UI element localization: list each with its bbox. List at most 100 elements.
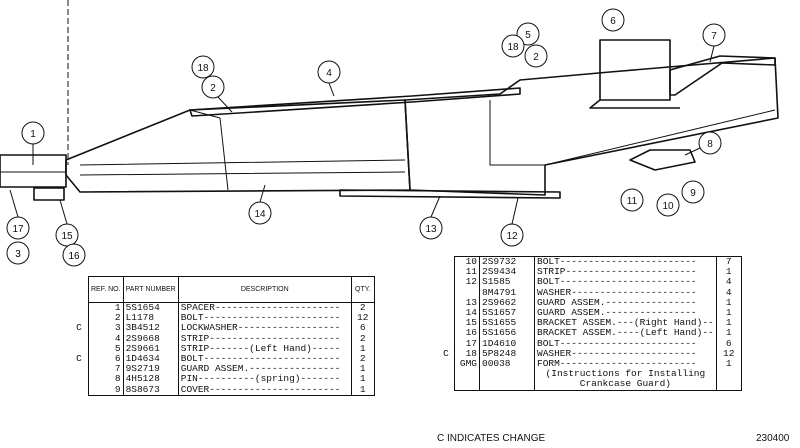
- cell-qty: 1: [350, 343, 375, 355]
- cell-change: [438, 277, 455, 287]
- cell-part: 2S9434: [479, 266, 535, 278]
- bracket-assem: [33, 187, 65, 201]
- cell-qty: 12: [715, 348, 742, 360]
- cell-part: 1D4610: [479, 338, 535, 349]
- cell-ref: GMG: [454, 358, 480, 370]
- cell-ref: 9: [88, 384, 124, 396]
- cell-qty: 1: [715, 307, 742, 319]
- bottom-guard-assem: [339, 189, 561, 199]
- header-ref: REF. NO.: [88, 276, 124, 303]
- cell-part: 2S9662: [479, 297, 535, 309]
- cell-part: 1D4634: [122, 353, 179, 365]
- cell-part: 8S8673: [122, 384, 179, 396]
- cell-description: BRACKET ASSEM.---(Right Hand)--: [534, 318, 717, 329]
- cell-change: C: [76, 322, 82, 334]
- svg-text:10: 10: [662, 201, 674, 212]
- cell-qty: 1: [715, 358, 742, 370]
- cell-ref: 15: [454, 318, 480, 329]
- cell-change: [438, 359, 455, 369]
- cell-part: 5S1656: [479, 328, 535, 339]
- table-row-note: Crankcase Guard): [438, 379, 742, 391]
- cell-ref: 11: [454, 266, 480, 278]
- svg-text:18: 18: [507, 42, 519, 53]
- cell-qty: 2: [350, 333, 375, 344]
- svg-text:18: 18: [197, 63, 209, 74]
- cell-description: SPACER----------------------: [177, 302, 352, 314]
- cell-description: LOCKWASHER------------------: [177, 323, 352, 334]
- cell-qty: 1: [715, 297, 742, 309]
- cell-ref: 7: [88, 364, 124, 375]
- svg-text:16: 16: [68, 251, 80, 262]
- cell-description: STRIP-------(Left Hand)-----: [177, 343, 352, 355]
- cell-change: [438, 318, 455, 328]
- cell-description: GUARD ASSEM.----------------: [534, 297, 717, 309]
- cell-description: WASHER----------------------: [534, 287, 717, 298]
- cell-ref: 14: [454, 307, 480, 319]
- cell-description: BOLT------------------------: [177, 312, 352, 324]
- svg-text:2: 2: [210, 83, 216, 94]
- cell-part: 2S9668: [122, 333, 179, 344]
- instruction-note: Crankcase Guard): [534, 379, 717, 391]
- cell-ref: 2: [88, 312, 124, 324]
- cell-ref: 3: [88, 323, 124, 334]
- rear-guard-assem: [404, 57, 779, 196]
- upper-strip: [669, 55, 776, 96]
- cell-description: BOLT------------------------: [534, 338, 717, 349]
- cell-qty: 1: [350, 384, 375, 396]
- cell-ref: 10: [454, 256, 480, 268]
- parts-table-header: REF. NO. PART NUMBER DESCRIPTION QTY.: [70, 276, 375, 303]
- cell-qty: 12: [350, 312, 375, 324]
- cell-change: [438, 308, 455, 318]
- svg-text:9: 9: [690, 188, 696, 199]
- cell-qty: 4: [715, 277, 742, 288]
- svg-text:15: 15: [61, 231, 73, 242]
- cell-change: [70, 385, 89, 396]
- cell-ref: 6: [88, 353, 124, 365]
- cell-change: [438, 267, 455, 277]
- cell-part: 5S1654: [122, 302, 179, 314]
- cell-part: 5P8248: [479, 348, 535, 360]
- cell-change: [438, 288, 455, 298]
- cell-description: GUARD ASSEM.----------------: [177, 364, 352, 375]
- svg-text:2: 2: [533, 52, 539, 63]
- cell-description: STRIP-----------------------: [177, 333, 352, 344]
- cell-ref: 8: [88, 374, 124, 385]
- cell-description: BRACKET ASSEM.----(Left Hand)--: [534, 328, 717, 339]
- cell-part: 00038: [479, 358, 535, 370]
- cell-part: 5S1657: [479, 307, 535, 319]
- svg-text:6: 6: [610, 16, 616, 27]
- cell-ref: 4: [88, 333, 124, 344]
- cell-qty: 7: [715, 256, 742, 268]
- cell-change: [70, 303, 89, 314]
- cell-description: STRIP-----------------------: [534, 266, 717, 278]
- header-part-number: PART NUMBER: [122, 276, 179, 303]
- lower-left-callouts: 3 16: [6, 241, 86, 267]
- cell-qty: 2: [350, 302, 375, 314]
- callout-leaders: [9, 45, 715, 225]
- cell-description: COVER-----------------------: [177, 384, 352, 396]
- svg-text:8: 8: [707, 139, 713, 150]
- svg-text:12: 12: [506, 231, 518, 242]
- cell-ref: 1: [88, 302, 124, 314]
- cell-part: 9S2719: [122, 364, 179, 375]
- cell-ref: 17: [454, 338, 480, 349]
- cell-description: BOLT------------------------: [534, 256, 717, 268]
- cell-description: BOLT------------------------: [177, 353, 352, 365]
- cell-ref: 16: [454, 328, 480, 339]
- cell-change: [438, 298, 455, 308]
- cell-part: 8M4791: [479, 287, 535, 298]
- cell-qty: 1: [715, 318, 742, 329]
- svg-text:7: 7: [711, 31, 717, 42]
